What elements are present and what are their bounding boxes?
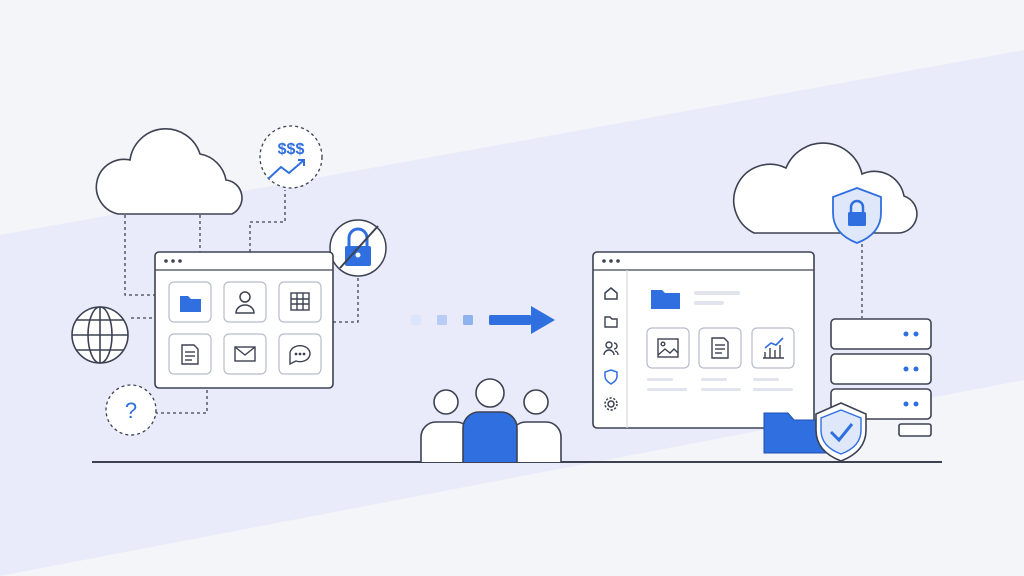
users-icon <box>603 341 619 356</box>
finance-badge-text: $$$ <box>278 141 305 158</box>
background-band <box>0 50 1024 576</box>
trend-up-arrow-icon <box>267 159 305 180</box>
user-icon <box>235 291 255 314</box>
shield-icon <box>604 369 618 385</box>
mail-icon <box>234 346 256 362</box>
modern-app-window <box>592 251 815 429</box>
document-icon <box>181 344 199 365</box>
document-icon <box>711 337 729 359</box>
shield-check-icon <box>815 402 867 462</box>
home-icon <box>604 287 618 300</box>
chat-icon <box>289 344 311 366</box>
team-icon <box>420 378 562 462</box>
cloud-icon <box>95 128 243 215</box>
gear-icon <box>604 397 618 411</box>
finance-badge: $$$ <box>259 125 323 189</box>
unknown-badge-text: ? <box>125 398 137 423</box>
spreadsheet-icon <box>290 292 310 311</box>
server-stack-icon <box>830 318 932 437</box>
globe-icon <box>71 306 129 364</box>
broken-lock-icon <box>329 219 387 277</box>
shield-lock-icon <box>832 187 882 244</box>
folder-icon <box>180 296 201 312</box>
image-icon <box>657 338 679 358</box>
chart-icon <box>763 337 784 359</box>
legacy-app-window <box>154 251 334 389</box>
folder-icon <box>604 316 618 328</box>
unknown-badge: ? <box>105 384 157 436</box>
source-connectors <box>124 190 359 414</box>
migration-arrow-icon <box>411 306 555 334</box>
